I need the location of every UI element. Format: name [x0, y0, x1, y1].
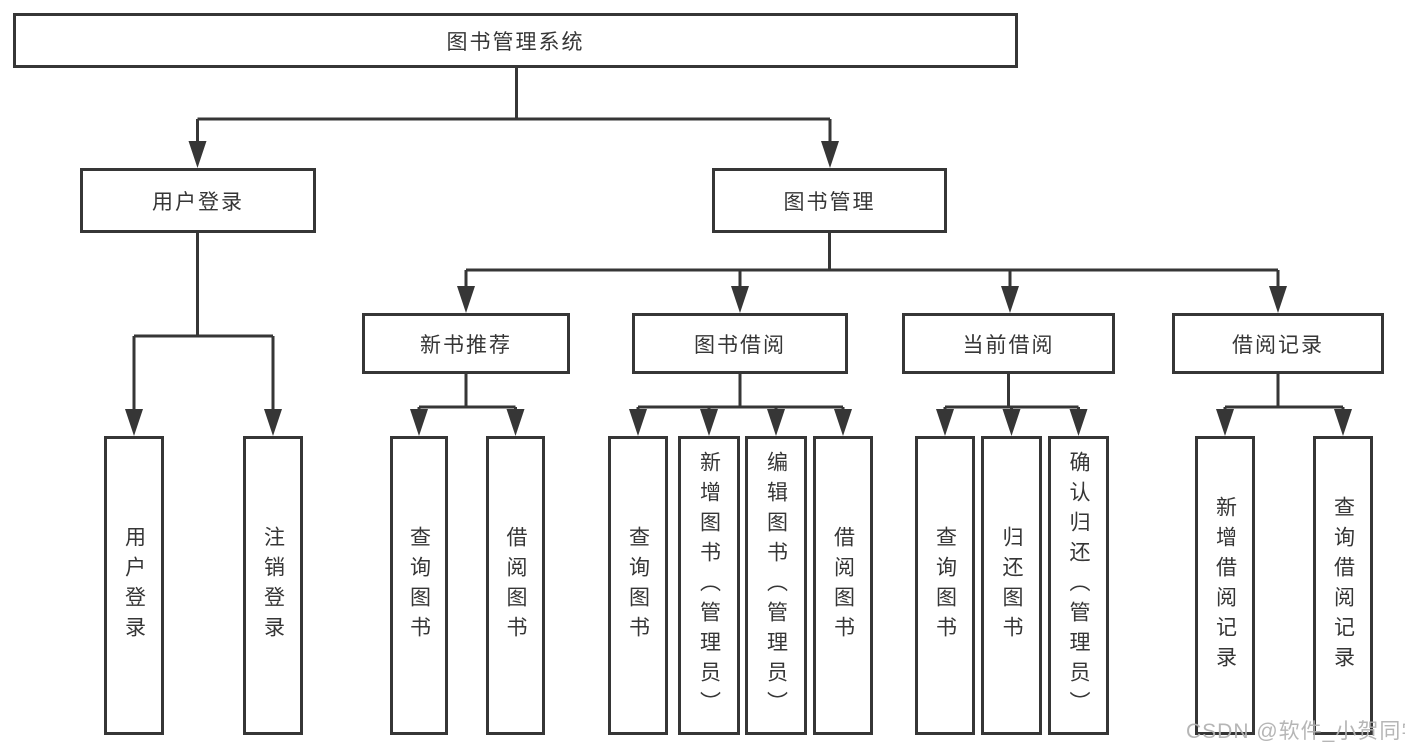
- node-label: 借阅图书: [831, 525, 855, 646]
- connector-borrow-records-to-leaves: [1223, 374, 1345, 414]
- connector-book-mgmt-to-level3: [464, 233, 1280, 289]
- node-current-borrowing: 当前借阅: [902, 313, 1115, 374]
- node-label: 查询图书: [933, 525, 957, 646]
- arrow-icon: [506, 409, 525, 436]
- leaf-bb-add-books-admin: 新增图书（管理员）: [678, 436, 740, 735]
- node-label: 图书借阅: [694, 333, 786, 357]
- node-label: 新书推荐: [420, 333, 512, 357]
- node-label: 查询借阅记录: [1331, 495, 1355, 676]
- arrow-icon: [410, 409, 428, 436]
- node-user-login: 用户登录: [80, 168, 316, 233]
- arrow-icon: [1216, 409, 1234, 436]
- arrow-icon: [821, 141, 839, 168]
- arrow-icon: [188, 141, 207, 168]
- connector-user-login-to-leaves: [132, 233, 275, 412]
- leaf-logout: 注销登录: [243, 436, 303, 735]
- arrow-icon: [700, 409, 718, 436]
- node-label: 归还图书: [1000, 525, 1023, 646]
- node-label: 用户登录: [152, 190, 244, 214]
- leaf-cb-query-books: 查询图书: [915, 436, 975, 735]
- node-label: 图书管理系统: [446, 30, 585, 54]
- arrow-icon: [629, 409, 647, 436]
- node-borrowing-records: 借阅记录: [1172, 313, 1384, 374]
- node-label: 编辑图书（管理员）: [764, 450, 788, 721]
- leaf-br-query-record: 查询借阅记录: [1313, 436, 1373, 735]
- node-label: 查询图书: [626, 525, 650, 646]
- connector-new-book-rec-to-leaves: [417, 374, 517, 414]
- arrowheads: [125, 141, 1352, 436]
- node-new-book-recommend: 新书推荐: [362, 313, 570, 374]
- node-label: 注销登录: [261, 525, 285, 646]
- arrow-icon: [1002, 409, 1021, 436]
- node-label: 确认归还（管理员）: [1067, 450, 1090, 721]
- node-label: 当前借阅: [962, 333, 1055, 357]
- arrow-icon: [457, 286, 475, 313]
- leaf-br-add-record: 新增借阅记录: [1195, 436, 1255, 735]
- arrow-icon: [1334, 409, 1352, 436]
- arrow-icon: [834, 409, 852, 436]
- arrow-icon: [1069, 409, 1088, 436]
- arrow-icon: [125, 409, 143, 436]
- node-label: 借阅图书: [504, 525, 527, 646]
- leaf-nbr-borrow-books: 借阅图书: [486, 436, 545, 735]
- node-label: 图书管理: [783, 190, 876, 214]
- leaf-cb-return-books: 归还图书: [981, 436, 1042, 735]
- arrow-icon: [767, 409, 785, 436]
- arrow-icon: [731, 286, 749, 313]
- node-book-borrowing: 图书借阅: [632, 313, 848, 374]
- connector-root-to-level2: [196, 68, 832, 144]
- leaf-bb-query-books: 查询图书: [608, 436, 668, 735]
- leaf-cb-confirm-return-admin: 确认归还（管理员）: [1048, 436, 1109, 735]
- node-book-management: 图书管理: [712, 168, 947, 233]
- leaf-user-login: 用户登录: [104, 436, 164, 735]
- node-label: 新增借阅记录: [1213, 495, 1237, 676]
- node-label: 新增图书（管理员）: [697, 450, 721, 721]
- arrow-icon: [1269, 286, 1287, 313]
- node-label: 借阅记录: [1232, 333, 1324, 357]
- leaf-bb-edit-books-admin: 编辑图书（管理员）: [745, 436, 807, 735]
- leaf-bb-borrow-books: 借阅图书: [813, 436, 873, 735]
- csdn-watermark: CSDN @软件_小贺同学: [1186, 720, 1405, 743]
- arrow-icon: [264, 409, 282, 436]
- node-label: 查询图书: [407, 525, 431, 646]
- node-label: 用户登录: [122, 525, 146, 646]
- arrow-icon: [936, 409, 954, 436]
- node-root-system: 图书管理系统: [13, 13, 1018, 68]
- connector-book-borrow-to-leaves: [636, 374, 845, 414]
- connector-current-borrow-to-leaves: [943, 374, 1080, 414]
- leaf-nbr-query-books: 查询图书: [390, 436, 448, 735]
- arrow-icon: [1001, 286, 1019, 313]
